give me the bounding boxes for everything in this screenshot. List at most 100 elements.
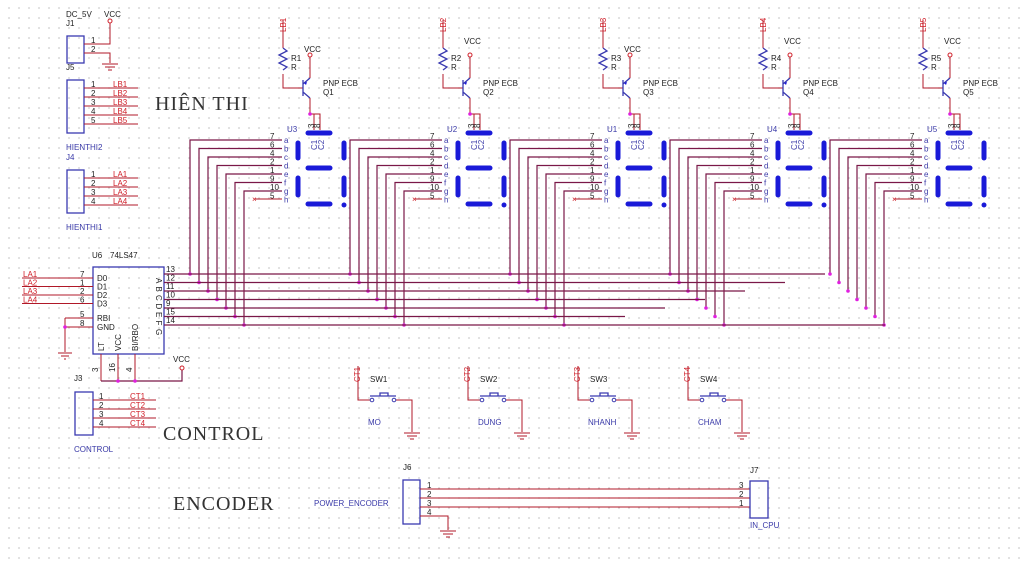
decimal-point xyxy=(501,202,507,208)
pin-name: GND xyxy=(97,323,115,332)
resistor-ref: R2 xyxy=(451,54,462,63)
pin-number: 3 xyxy=(91,188,96,197)
emitter-arrow-icon xyxy=(464,82,467,85)
pin-number: 3 xyxy=(99,410,104,419)
encoder-connector-j7[interactable]: J7 3 2 1 IN_CPU xyxy=(739,466,780,530)
pin-number: 5 xyxy=(590,192,595,201)
switch-ref: SW2 xyxy=(480,375,498,384)
connector-name: IN_CPU xyxy=(750,521,780,530)
pin-number: 4 xyxy=(99,419,104,428)
pin-number: 2 xyxy=(91,179,96,188)
resistor-ref: R1 xyxy=(291,54,302,63)
pin-number: 1 xyxy=(91,80,96,89)
collector-wire xyxy=(629,57,641,130)
common-pin-name: C2 xyxy=(957,139,966,150)
segment-pin-name: c xyxy=(444,153,448,162)
base-wire xyxy=(922,74,943,89)
segment-pin-name: d xyxy=(604,162,608,171)
pin-number: 13 xyxy=(166,265,175,274)
pin-number: 15 xyxy=(166,308,175,317)
display-ref: U1 xyxy=(607,125,618,134)
pin-number: 1 xyxy=(430,166,435,175)
pin-name: B xyxy=(154,287,163,292)
title-display: HIÊN THI xyxy=(155,92,249,115)
pin-number: 2 xyxy=(427,490,432,499)
ground-icon xyxy=(514,432,530,440)
segment-wire xyxy=(518,147,602,283)
common-pin-number: 8 xyxy=(953,123,962,128)
switch-label: MO xyxy=(368,418,381,427)
collector-wire xyxy=(789,57,801,130)
junction-dot xyxy=(948,112,952,116)
pin-number: 9 xyxy=(270,175,275,184)
display-ref: U5 xyxy=(927,125,938,134)
pin-number: 3 xyxy=(739,481,744,490)
pin-name: BI/RBO xyxy=(131,324,140,351)
segment-pin-name: g xyxy=(604,187,608,196)
segment-wire xyxy=(847,156,922,291)
resistor-ref: R5 xyxy=(931,54,942,63)
segment-wire xyxy=(883,190,922,325)
pin-name: RBI xyxy=(97,314,110,323)
ground-icon xyxy=(58,352,72,360)
pin-number: 4 xyxy=(427,508,432,517)
pin-number: 6 xyxy=(750,141,755,150)
net-label: CT2 xyxy=(130,401,146,410)
pin-number: 1 xyxy=(427,481,432,490)
switch-wire xyxy=(357,366,413,432)
junction-dot xyxy=(133,379,137,383)
segment-wire xyxy=(385,173,442,308)
net-label: LA2 xyxy=(23,279,38,288)
pin-number: 10 xyxy=(750,183,759,192)
pin-number: 9 xyxy=(430,175,435,184)
segment-wire xyxy=(838,147,922,283)
pin-number: 9 xyxy=(166,299,171,308)
common-pin-name: C1 xyxy=(470,139,479,150)
segment-pin-name: a xyxy=(764,136,769,145)
decoder-part: 74LS47 xyxy=(110,251,138,260)
net-label: LB2 xyxy=(439,17,448,32)
pin-number: 6 xyxy=(910,141,915,150)
pin-number: 2 xyxy=(910,158,915,167)
pin-number: 8 xyxy=(80,319,85,328)
power-connector[interactable]: DC_5V VCC J1 1 2 J5 xyxy=(66,10,121,72)
vcc-label: VCC xyxy=(304,45,321,54)
switch-ref: SW3 xyxy=(590,375,608,384)
segment-pin-name: g xyxy=(284,187,288,196)
pin-number: 1 xyxy=(270,166,275,175)
emitter-arrow-icon xyxy=(304,82,307,85)
common-pin-number: 8 xyxy=(313,123,322,128)
segment-pin-name: h xyxy=(924,196,928,205)
pin-number: 2 xyxy=(739,490,744,499)
transistor-type: PNP ECB xyxy=(643,79,678,88)
encoder-connector-j6[interactable]: J6 POWER_ENCODER 1 2 3 4 xyxy=(314,463,750,538)
pin-number: 4 xyxy=(125,367,134,372)
net-label: CT3 xyxy=(573,366,582,382)
pushbutton-icon xyxy=(590,392,616,397)
pin-number: 11 xyxy=(166,282,175,291)
segment-wire xyxy=(394,181,442,317)
pnp-transistor-icon xyxy=(462,77,471,99)
segment-pin-name: f xyxy=(284,179,287,188)
segment-wire xyxy=(669,139,762,274)
connector-name: HIENTHI1 xyxy=(66,223,103,232)
pin-number: 4 xyxy=(91,107,96,116)
connector-ref: J4 xyxy=(66,153,75,162)
pin-number: 2 xyxy=(91,45,96,54)
segment-pin-name: d xyxy=(444,162,448,171)
connector-ref: J6 xyxy=(403,463,412,472)
resistor-icon xyxy=(277,47,289,71)
